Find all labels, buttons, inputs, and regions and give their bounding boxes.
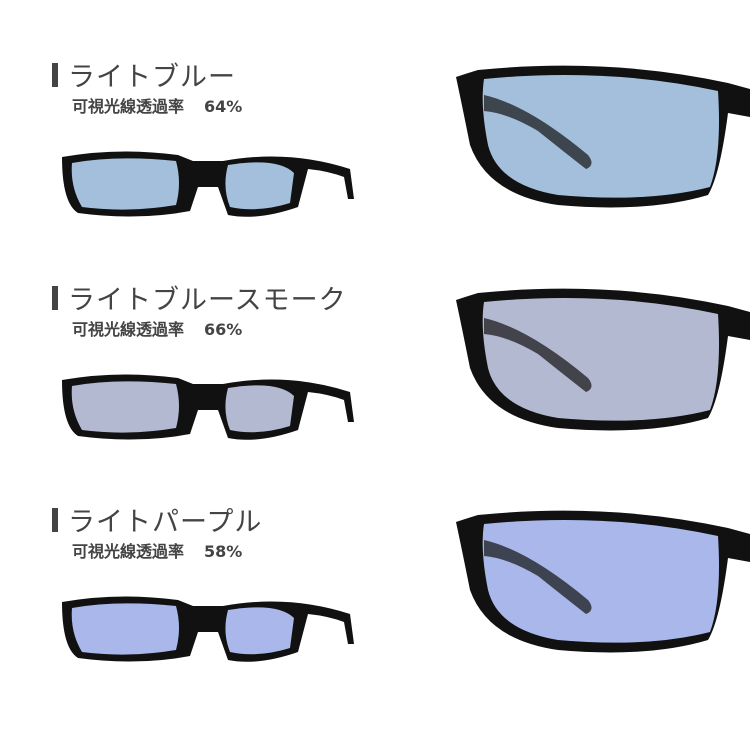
variant-title: ライトブルースモーク bbox=[52, 278, 347, 317]
lens-closeup-image bbox=[456, 65, 750, 208]
variant-section: ライトブルースモーク 可視光線透過率 66% bbox=[0, 278, 750, 508]
lens-closeup-image bbox=[456, 510, 750, 653]
glasses-front-image bbox=[62, 596, 354, 662]
variant-title: ライトブルー bbox=[52, 55, 236, 94]
lens-closeup-image bbox=[456, 288, 750, 431]
variant-name: ライトパープル bbox=[68, 507, 263, 538]
variant-name: ライトブルースモーク bbox=[68, 285, 347, 316]
title-bar-marker bbox=[52, 62, 58, 87]
transmittance-value: 58% bbox=[204, 542, 243, 561]
variant-section: ライトパープル 可視光線透過率 58% bbox=[0, 500, 750, 730]
transmittance-label: 可視光線透過率 bbox=[72, 320, 185, 339]
variant-title: ライトパープル bbox=[52, 500, 262, 539]
variant-section: ライトブルー 可視光線透過率 64% bbox=[0, 55, 750, 285]
transmittance-info: 可視光線透過率 66% bbox=[72, 316, 242, 340]
transmittance-info: 可視光線透過率 64% bbox=[72, 93, 242, 117]
title-bar-marker bbox=[52, 507, 58, 532]
transmittance-label: 可視光線透過率 bbox=[72, 97, 185, 116]
transmittance-value: 66% bbox=[204, 320, 243, 339]
variant-name: ライトブルー bbox=[68, 62, 236, 93]
transmittance-info: 可視光線透過率 58% bbox=[72, 538, 242, 562]
transmittance-value: 64% bbox=[204, 97, 243, 116]
transmittance-label: 可視光線透過率 bbox=[72, 542, 185, 561]
glasses-front-image bbox=[62, 151, 354, 217]
glasses-front-image bbox=[62, 374, 354, 440]
title-bar-marker bbox=[52, 285, 58, 310]
